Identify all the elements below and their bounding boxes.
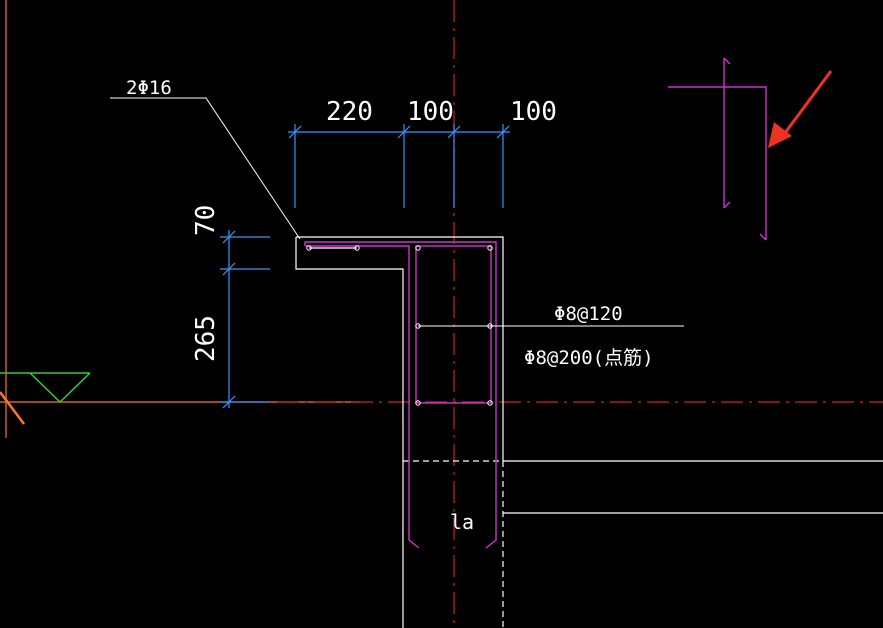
dim-label-265: 265 bbox=[191, 315, 221, 362]
level-marker-icon bbox=[0, 372, 91, 404]
rebar-note-stirrup: Φ8@120 bbox=[554, 303, 623, 325]
concrete-outline bbox=[295, 236, 883, 628]
leader-lines bbox=[110, 97, 684, 327]
leader-label-top: 2Φ16 bbox=[126, 77, 172, 99]
dim-label-100-b: 100 bbox=[510, 97, 557, 127]
red-arrow-icon bbox=[768, 70, 833, 148]
dim-label-100-a: 100 bbox=[407, 97, 454, 127]
rebar-note-distribution: Φ8@200(点筋) bbox=[524, 347, 654, 369]
dimension-lines bbox=[220, 124, 510, 409]
dim-label-70: 70 bbox=[191, 205, 221, 236]
dim-label-220: 220 bbox=[326, 97, 373, 127]
anchor-label: la bbox=[450, 510, 474, 534]
centerlines bbox=[240, 0, 883, 628]
